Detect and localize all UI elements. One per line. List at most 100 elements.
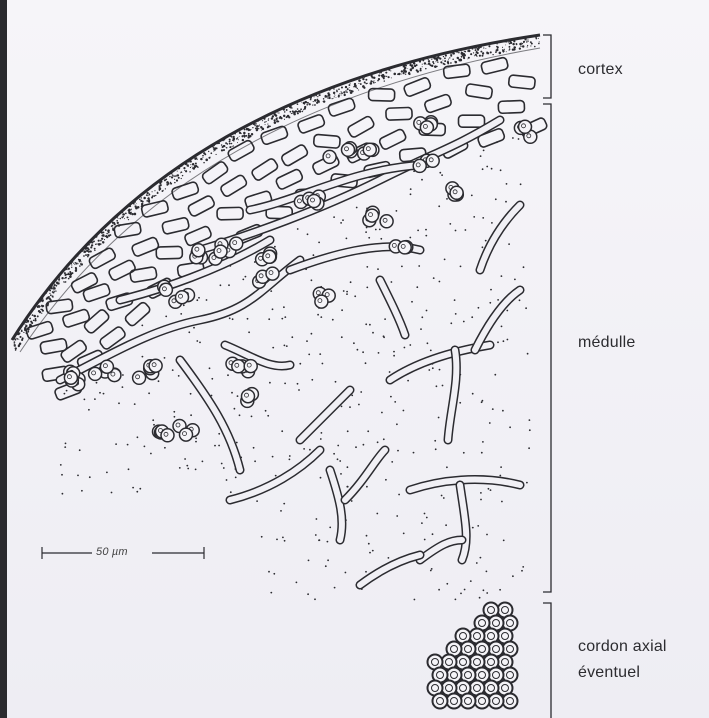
stipple-dot [116, 220, 118, 222]
medulla-dot [441, 174, 443, 176]
stipple-dot [364, 81, 366, 83]
axial-cord-bracket [543, 603, 551, 718]
stipple-dot [72, 262, 73, 263]
stipple-dot [306, 104, 308, 106]
stipple-dot [411, 67, 413, 69]
stipple-dot [161, 190, 163, 192]
medulla-dot [492, 408, 494, 410]
medulla-dot [365, 571, 367, 573]
medulla-dot [393, 355, 395, 357]
cortex-cell [156, 246, 182, 259]
medulla-dot [499, 475, 501, 477]
medulla-dot [443, 497, 445, 499]
stipple-dot [467, 59, 468, 60]
stipple-dot [114, 223, 116, 225]
cortex-cell [386, 107, 412, 120]
stipple-dot [304, 101, 307, 104]
stipple-dot [264, 121, 265, 122]
stipple-dot [260, 126, 262, 128]
stipple-dot [454, 61, 455, 62]
axial-cell [447, 694, 462, 709]
medulla-dot [459, 402, 461, 404]
medulla-bracket [543, 104, 551, 592]
stipple-dot [100, 240, 102, 242]
medulla-dot [174, 416, 176, 418]
medulla-dot [118, 402, 120, 404]
stipple-dot [414, 65, 416, 67]
stipple-dot [70, 273, 72, 275]
medulla-dot [232, 318, 234, 320]
medulla-dot [431, 568, 433, 570]
stipple-dot [442, 60, 443, 61]
stipple-dot [509, 48, 511, 50]
stipple-dot [181, 165, 183, 167]
stipple-dot [135, 204, 136, 205]
stipple-dot [218, 142, 220, 144]
stipple-dot [230, 135, 232, 137]
stipple-dot [495, 51, 497, 53]
medulla-dot [298, 389, 300, 391]
medulla-dot [436, 385, 438, 387]
stipple-dot [101, 238, 103, 240]
medulla-dot [502, 410, 504, 412]
stipple-dot [514, 49, 516, 51]
stipple-dot [267, 126, 269, 128]
stipple-dot [152, 191, 153, 192]
stipple-dot [131, 213, 133, 215]
medulla-dot [439, 369, 441, 371]
stipple-dot [496, 46, 498, 48]
medulla-dot [231, 392, 233, 394]
cortex-cell [481, 57, 509, 75]
medulla-dot [127, 444, 129, 446]
medulla-dot [526, 482, 528, 484]
medulla-dot [396, 423, 398, 425]
axial-cell [475, 694, 490, 709]
stipple-dot [295, 110, 297, 112]
stipple-dot [422, 59, 424, 61]
stipple-dot [404, 67, 407, 70]
medulla-dot [470, 580, 472, 582]
stipple-dot [298, 110, 300, 112]
medulla-dot [380, 238, 382, 240]
stipple-dot [264, 119, 265, 120]
medulla-dot [307, 233, 309, 235]
medulla-dot [486, 592, 488, 594]
stipple-dot [229, 146, 231, 148]
stipple-dot [252, 127, 253, 128]
stipple-dot [485, 48, 486, 49]
medulla-dot [463, 321, 465, 323]
stipple-dot [135, 205, 137, 207]
medulla-dot [501, 326, 503, 328]
stipple-dot [239, 136, 240, 137]
stipple-dot [312, 105, 313, 106]
stipple-dot [259, 125, 260, 126]
stipple-dot [171, 176, 173, 178]
medulla-dot [416, 286, 418, 288]
medulla-dot [369, 552, 371, 554]
medulla-dot [179, 467, 181, 469]
stipple-dot [19, 339, 20, 340]
medulla-dot [190, 393, 192, 395]
medulla-dot [450, 322, 452, 324]
stipple-dot [435, 61, 436, 62]
medulla-dot [473, 216, 475, 218]
medulla-dot [430, 350, 432, 352]
stipple-dot [434, 65, 437, 68]
stipple-dot [118, 218, 119, 219]
stipple-dot [338, 88, 340, 90]
stipple-dot [470, 53, 472, 55]
stipple-dot [333, 88, 334, 89]
stipple-dot [125, 213, 127, 215]
stipple-dot [213, 151, 214, 152]
stipple-dot [229, 143, 231, 145]
cortex-cell [465, 84, 493, 100]
stipple-dot [41, 309, 43, 311]
medulla-dot [488, 488, 490, 490]
cortex-cell [347, 115, 376, 138]
medulla-dot [521, 570, 523, 572]
medulla-dot [490, 289, 492, 291]
stipple-dot [241, 135, 243, 137]
stipple-dot [401, 70, 403, 72]
medulla-dot [368, 543, 370, 545]
medulla-dot [280, 510, 282, 512]
